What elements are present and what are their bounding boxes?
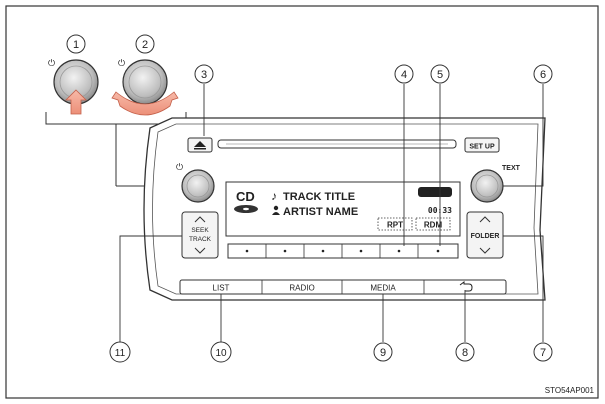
svg-text:6: 6 [540, 69, 546, 81]
svg-text:2: 2 [142, 39, 148, 51]
callout-7: 7 [533, 342, 553, 362]
chevron-up-icon [194, 216, 206, 223]
power-volume-knob-push: ⏻ [48, 58, 99, 115]
eject-button[interactable] [187, 137, 213, 153]
callout-8: 8 [455, 342, 475, 362]
rdm-label: RDM [424, 221, 443, 230]
callout-2: 2 [135, 34, 155, 54]
preset-button-5[interactable] [397, 249, 401, 253]
preset-button-2[interactable] [283, 249, 287, 253]
music-note-icon: ♪ [271, 189, 277, 203]
preset-buttons [227, 243, 459, 259]
radio-button[interactable]: RADIO [289, 284, 314, 293]
svg-text:3: 3 [201, 69, 207, 81]
text-label: TEXT [502, 165, 521, 172]
preset-button-4[interactable] [359, 249, 363, 253]
back-arrow-icon[interactable] [459, 281, 473, 292]
cd-in-label: CD IN [425, 190, 444, 197]
svg-text:5: 5 [437, 69, 443, 81]
callout-6: 6 [533, 64, 553, 84]
folder-button[interactable]: FOLDER [466, 211, 504, 259]
callouts: 1 2 3 4 5 6 7 8 [66, 34, 553, 363]
callout-1: 1 [66, 34, 86, 54]
svg-text:10: 10 [215, 348, 227, 359]
power-icon: ⏻ [118, 58, 125, 68]
power-volume-knob[interactable]: ⏻ [176, 162, 215, 203]
preset-button-3[interactable] [321, 249, 325, 253]
push-arrow-icon [65, 89, 87, 115]
display-screen: CD ♪ TRACK TITLE ARTIST NAME CD IN 00:33… [225, 181, 461, 237]
setup-button[interactable]: SET UP [464, 137, 500, 153]
callout-3: 3 [194, 64, 214, 84]
svg-text:11: 11 [115, 348, 126, 359]
callout-4: 4 [394, 64, 414, 84]
power-volume-knob-turn: ⏻ [111, 58, 179, 116]
power-icon: ⏻ [48, 58, 55, 68]
power-icon: ⏻ [176, 162, 183, 172]
figure-code: STO54AP001 [545, 386, 595, 395]
rpt-label: RPT [387, 221, 403, 230]
callout-10: 10 [210, 341, 232, 363]
media-button[interactable]: MEDIA [370, 284, 396, 293]
chevron-down-icon [479, 247, 491, 254]
preset-button-1[interactable] [245, 249, 249, 253]
track-label: TRACK [189, 236, 212, 243]
chevron-down-icon [194, 247, 206, 254]
svg-text:9: 9 [380, 347, 386, 359]
callout-11: 11 [109, 341, 131, 363]
cd-in-badge [418, 187, 452, 197]
folder-label: FOLDER [471, 233, 500, 240]
seek-track-button[interactable]: SEEK TRACK [181, 211, 219, 259]
person-icon [272, 205, 280, 215]
list-button[interactable]: LIST [213, 284, 230, 293]
callout-9: 9 [373, 342, 393, 362]
bottom-button-bar: LIST RADIO MEDIA [179, 279, 507, 295]
svg-text:4: 4 [401, 69, 407, 81]
leader-lines [119, 84, 544, 342]
rotate-arrow-icon [111, 91, 179, 116]
chevron-up-icon [479, 216, 491, 223]
source-label: CD [236, 189, 255, 204]
svg-text:1: 1 [73, 39, 79, 51]
preset-button-6[interactable] [436, 249, 440, 253]
artist-name: ARTIST NAME [283, 206, 358, 218]
track-title: TRACK TITLE [283, 191, 355, 203]
setup-label: SET UP [469, 144, 495, 151]
svg-text:8: 8 [462, 347, 468, 359]
seek-label: SEEK [191, 227, 209, 234]
eject-icon [194, 141, 206, 147]
callout-5: 5 [430, 64, 450, 84]
svg-text:7: 7 [540, 347, 546, 359]
